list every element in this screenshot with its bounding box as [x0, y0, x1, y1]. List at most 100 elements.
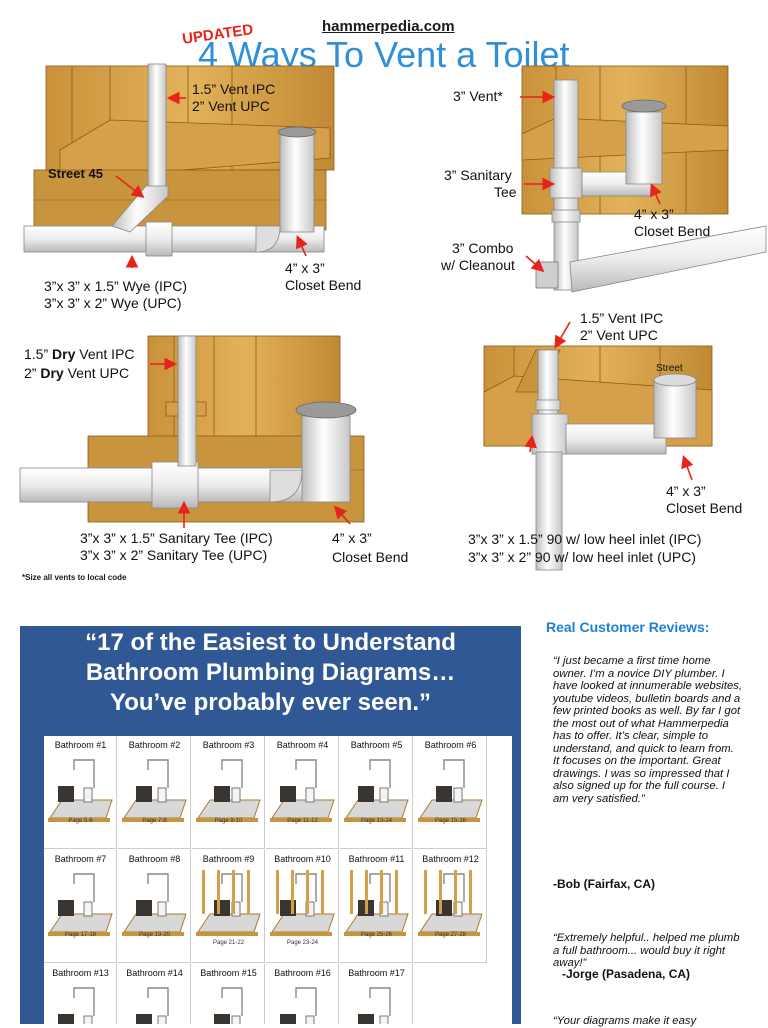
book-headline-line-3: You’ve probably ever seen.” — [109, 689, 431, 716]
d4-bend-label: Closet Bend — [666, 500, 743, 516]
bathroom-floorplan-icon — [122, 873, 187, 936]
review-3-quote: “Your diagrams make it easy — [553, 1015, 697, 1027]
site-name[interactable]: hammerpedia.com — [322, 18, 455, 35]
bathroom-floorplan-icon — [270, 870, 335, 936]
bathroom-thumbnail[interactable]: Bathroom #4 Page 11-12 — [266, 736, 339, 849]
bathroom-thumbnail-title: Bathroom #5 — [350, 740, 403, 750]
bathroom-thumbnail-title: Bathroom #9 — [202, 854, 255, 864]
bathroom-thumbnail-title: Bathroom #8 — [128, 854, 181, 864]
diagram-1-wye — [19, 63, 767, 571]
bathroom-thumbnail[interactable]: Bathroom #17 — [340, 964, 413, 1024]
bathroom-floorplan-icon — [418, 759, 483, 822]
d1-vent-upc-label: 2” Vent UPC — [192, 98, 270, 114]
d2-bend-size-label: 4” x 3” — [634, 206, 674, 222]
d2-combo-label-2: w/ Cleanout — [441, 257, 515, 273]
bathroom-thumbnail[interactable]: Bathroom #16 — [266, 964, 339, 1024]
bathroom-thumbnail-title: Bathroom #12 — [422, 854, 479, 864]
d2-tee-label-2: Tee — [494, 184, 517, 200]
bathroom-thumbnail[interactable]: Bathroom #9 Page 21-22 — [192, 850, 265, 963]
bathroom-floorplan-icon — [270, 759, 335, 822]
book-headline-line-2: Bathroom Plumbing Diagrams… — [85, 659, 456, 686]
bathroom-thumbnail-page: Page 19-20 — [138, 932, 171, 938]
bathroom-thumbnail[interactable]: Bathroom #3 Page 9-10 — [192, 736, 265, 849]
bathroom-thumbnail[interactable]: Bathroom #8 Page 19-20 — [118, 850, 191, 963]
bathroom-floorplan-icon — [58, 987, 95, 1024]
bathroom-thumbnail-title: Bathroom #14 — [126, 968, 183, 978]
d4-pipes — [531, 349, 697, 571]
bathroom-thumbnail-title: Bathroom #3 — [202, 740, 255, 750]
d4-bend-size-label: 4” x 3” — [666, 483, 706, 499]
bathroom-thumbnail-page: Page 21-22 — [212, 940, 245, 946]
d1-vent-ipc-label: 1.5” Vent IPC — [192, 81, 276, 97]
footnote: *Size all vents to local code — [22, 573, 127, 582]
bathroom-floorplan-icon — [196, 759, 261, 822]
d2-arrows — [520, 90, 662, 273]
book-promo-panel[interactable]: “17 of the Easiest to Understand Bathroo… — [20, 626, 521, 1024]
bathroom-thumbnail-page: Page 11-12 — [287, 818, 318, 824]
d4-heel-upc-label: 3”x 3” x 2” 90 w/ low heel inlet (UPC) — [468, 549, 696, 565]
bathroom-thumbnail-page: Page 7-8 — [142, 818, 167, 824]
bathroom-thumbnail-title: Bathroom #16 — [274, 968, 331, 978]
bathroom-floorplan-icon — [358, 987, 391, 1024]
d4-vent-ipc-label: 1.5” Vent IPC — [580, 310, 664, 326]
bathroom-thumbnail[interactable]: Bathroom #2 Page 7-8 — [118, 736, 191, 849]
d3-tee-upc-label: 3”x 3” x 2” Sanitary Tee (UPC) — [80, 547, 268, 563]
bathroom-floorplan-icon — [214, 987, 243, 1024]
d1-street45-label: Street 45 — [48, 166, 103, 181]
d2-vent-label: 3” Vent* — [453, 88, 503, 104]
d3-arrows — [150, 357, 351, 528]
bathroom-floorplan-icon — [48, 759, 113, 822]
bathroom-thumbnail-title: Bathroom #1 — [54, 740, 107, 750]
d3-tee-ipc-label: 3”x 3” x 1.5” Sanitary Tee (IPC) — [80, 530, 273, 546]
d4-vent-upc-label: 2” Vent UPC — [580, 327, 658, 343]
d4-arrows — [524, 321, 694, 481]
d2-pipes — [535, 79, 767, 293]
bathroom-thumbnail-title: Bathroom #15 — [200, 968, 257, 978]
bathroom-floorplan-icon — [344, 870, 409, 936]
bathroom-floorplan-icon — [344, 759, 409, 822]
bathroom-thumbnail-title: Bathroom #10 — [274, 854, 331, 864]
bathroom-thumbnail-page: Page 23-24 — [286, 940, 319, 946]
bathroom-thumbnail-page: Page 25-26 — [360, 932, 393, 938]
bathroom-thumbnail[interactable]: Bathroom #15 — [192, 964, 265, 1024]
review-2-author: -Jorge (Pasadena, CA) — [562, 967, 691, 981]
d1-wye-ipc-label: 3”x 3” x 1.5” Wye (IPC) — [44, 278, 188, 294]
bathroom-thumbnail-title: Bathroom #6 — [424, 740, 477, 750]
bathroom-thumbnail[interactable]: Bathroom #14 — [118, 964, 191, 1024]
bathroom-thumbnail-page: Page 17-18 — [64, 932, 97, 938]
d4-heel-ipc-label: 3”x 3” x 1.5” 90 w/ low heel inlet (IPC) — [468, 531, 702, 547]
bathroom-thumbnail-title: Bathroom #11 — [348, 854, 405, 864]
d1-arrows — [115, 91, 308, 268]
d1-pipes — [23, 63, 325, 257]
d1-bend-size-label: 4” x 3” — [285, 260, 325, 276]
review-1-author: -Bob (Fairfax, CA) — [553, 877, 655, 891]
review-2-quote: “Extremely helpful.. helped me plumb a f… — [553, 932, 740, 969]
bathroom-thumbnail-title: Bathroom #2 — [128, 740, 181, 750]
d3-bend-label: Closet Bend — [332, 549, 409, 565]
book-headline: “17 of the Easiest to Understand Bathroo… — [20, 628, 521, 718]
bathroom-thumbnail-page: Page 27-28 — [434, 932, 467, 938]
d3-dry-vent-ipc-label: 1.5” Dry Vent IPC — [24, 346, 135, 362]
bathroom-thumbnail-title: Bathroom #4 — [276, 740, 329, 750]
bathroom-floorplan-icon — [122, 759, 187, 822]
bathroom-thumbnail-page: Page 9-10 — [214, 818, 243, 824]
d1-wye-upc-label: 3”x 3” x 2” Wye (UPC) — [44, 295, 182, 311]
bathroom-floorplan-icon — [48, 873, 113, 936]
d3-pipes — [19, 335, 357, 509]
bathroom-floorplan-icon — [280, 987, 317, 1024]
book-headline-line-1: “17 of the Easiest to Understand — [85, 629, 456, 656]
d3-bend-size-label: 4” x 3” — [332, 530, 372, 546]
d1-framing — [33, 65, 335, 231]
d4-street-label: Street — [656, 363, 683, 374]
d2-bend-label: Closet Bend — [634, 223, 711, 239]
bathroom-thumbnail[interactable]: Bathroom #13 — [44, 964, 117, 1024]
bathroom-floorplan-icon — [418, 870, 483, 936]
